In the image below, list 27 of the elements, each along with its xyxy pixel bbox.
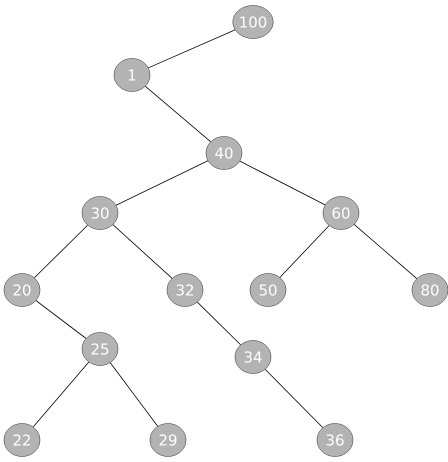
tree-node: 60	[322, 196, 360, 230]
tree-edge	[36, 300, 86, 339]
tree-edge	[112, 224, 172, 279]
tree-edge	[239, 160, 326, 206]
tree-edge	[32, 362, 90, 428]
tree-edge	[34, 224, 88, 278]
tree-edge	[148, 29, 236, 68]
tree-edge	[110, 362, 158, 427]
tree-node: 34	[234, 340, 272, 374]
tree-edge	[264, 368, 324, 428]
tree-node: 32	[166, 273, 204, 307]
tree-node: 25	[82, 332, 118, 366]
tree-node: 29	[150, 423, 186, 457]
tree-edge	[197, 302, 241, 346]
tree-edge	[144, 86, 212, 142]
tree-node: 40	[206, 136, 242, 170]
tree-node: 30	[82, 196, 118, 230]
tree-edge	[116, 160, 208, 206]
tree-edge	[354, 224, 418, 279]
tree-edge	[280, 225, 330, 278]
tree-node: 100	[232, 5, 274, 39]
tree-node: 1	[114, 58, 150, 92]
tree-node: 20	[4, 273, 40, 307]
tree-node: 50	[250, 273, 286, 307]
tree-node: 80	[412, 273, 448, 307]
tree-node: 36	[316, 423, 354, 457]
tree-node: 22	[4, 423, 40, 457]
